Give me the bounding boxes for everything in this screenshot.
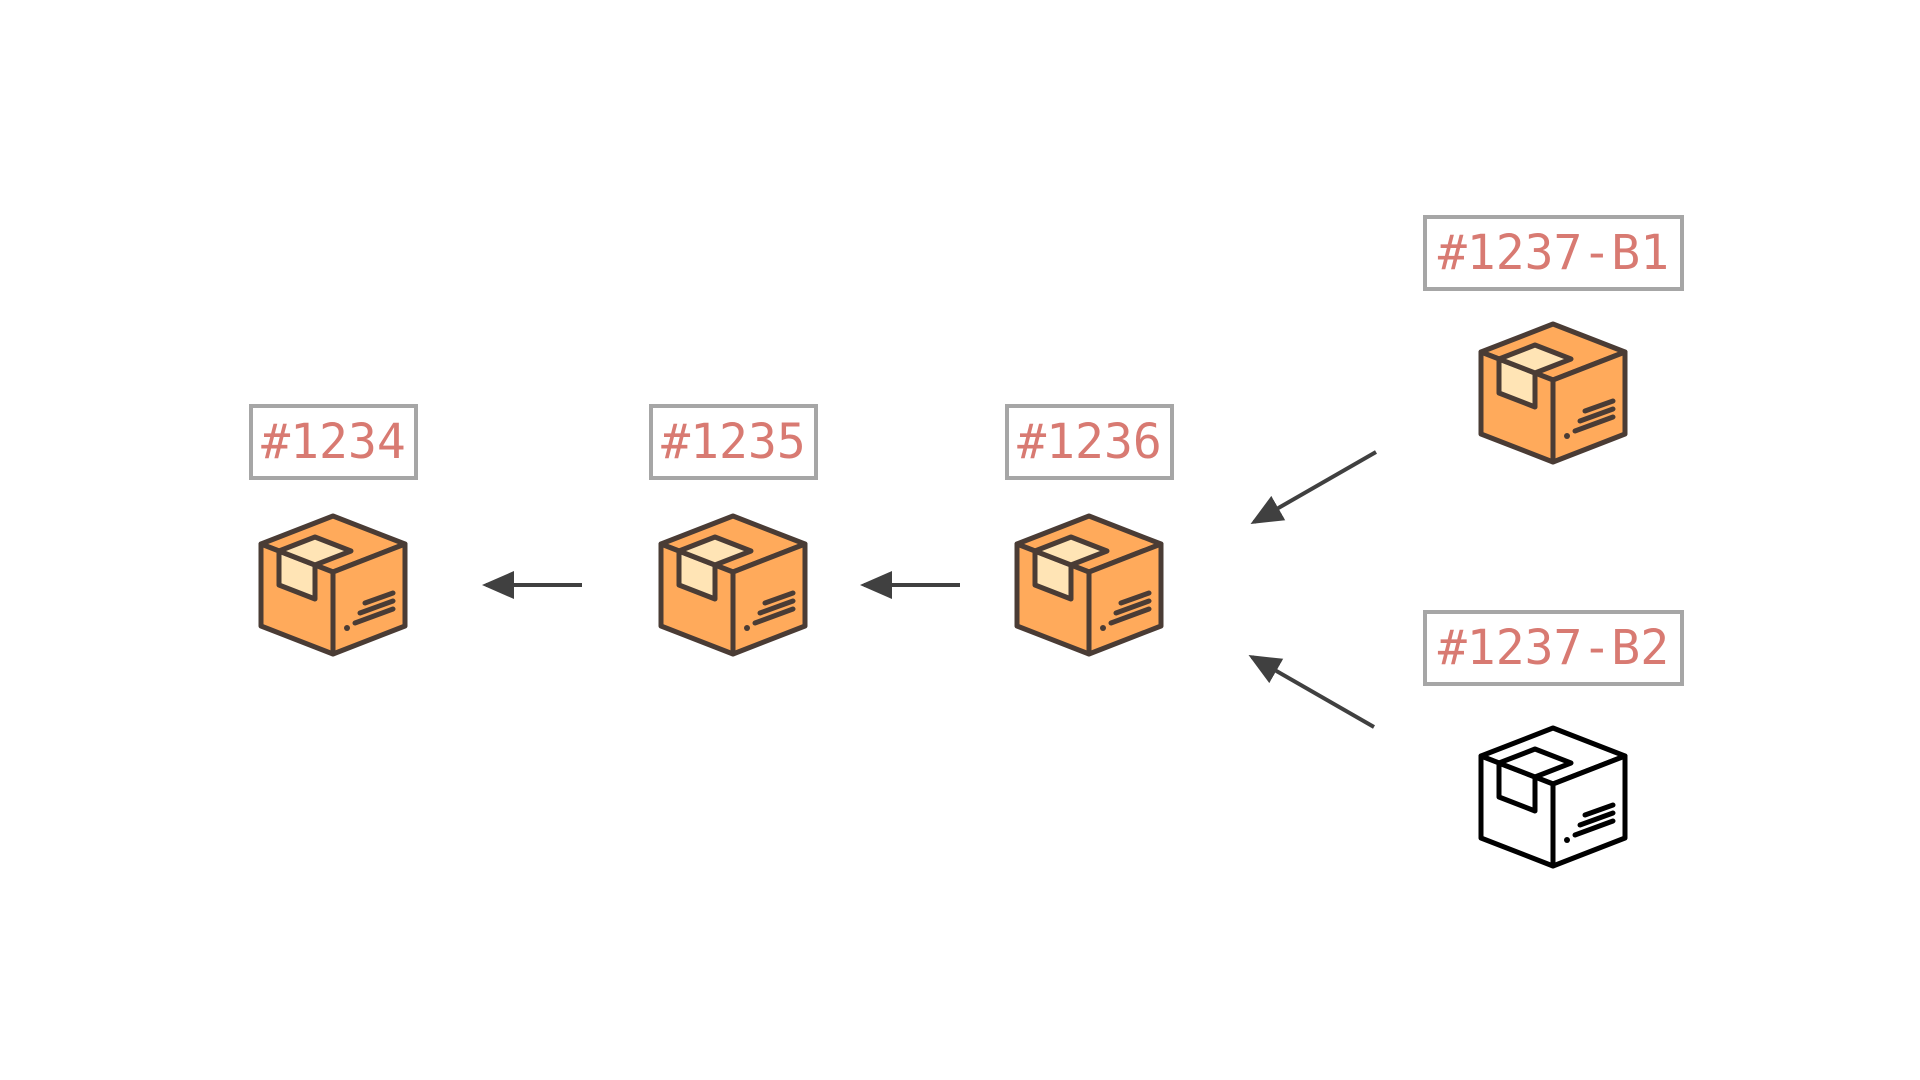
node-label-1236: #1236	[1005, 404, 1174, 480]
node-label-1235: #1235	[649, 404, 818, 480]
node-label-1234: #1234	[249, 404, 418, 480]
package-box-outline-icon	[1477, 724, 1629, 870]
package-box-icon	[1013, 512, 1165, 658]
package-box-icon	[657, 512, 809, 658]
node-label-1237-b2: #1237-B2	[1423, 610, 1684, 686]
package-box-icon	[257, 512, 409, 658]
package-box-icon	[1477, 320, 1629, 466]
arrow-1237b1-to-1236	[1250, 450, 1377, 524]
node-label-1237-b1: #1237-B1	[1423, 215, 1684, 291]
arrow-1237b2-to-1236	[1248, 655, 1375, 729]
